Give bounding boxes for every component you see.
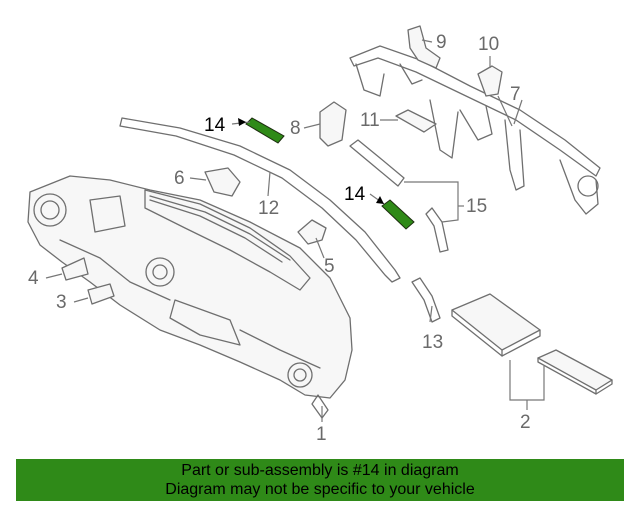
callout-11: 11 bbox=[360, 110, 380, 131]
part-14-upper-highlight bbox=[245, 117, 285, 144]
leader-lines bbox=[45, 39, 545, 422]
callout-4: 4 bbox=[28, 268, 39, 289]
part-14-lower-highlight bbox=[381, 199, 415, 230]
dashboard-panel bbox=[27, 175, 353, 419]
banner-line-2: Diagram may not be specific to your vehi… bbox=[165, 481, 475, 498]
arrow-14-upper bbox=[238, 118, 246, 126]
callout-10: 10 bbox=[478, 34, 499, 55]
callout-3: 3 bbox=[56, 292, 67, 313]
callout-7: 7 bbox=[510, 84, 521, 105]
callout-5: 5 bbox=[324, 256, 335, 277]
banner-line-1: Part or sub-assembly is #14 in diagram bbox=[181, 462, 459, 479]
part-13-trim bbox=[411, 277, 441, 323]
part-8-bracket bbox=[319, 101, 347, 147]
part-7-cross-car-beam bbox=[349, 45, 601, 215]
callout-12: 12 bbox=[258, 198, 279, 219]
part-4-bracket bbox=[61, 257, 89, 281]
part-2-pad-large bbox=[451, 293, 541, 351]
part-15-trim-a bbox=[349, 139, 405, 187]
info-banner: Part or sub-assembly is #14 in diagram D… bbox=[16, 459, 624, 501]
part-3-bracket bbox=[87, 283, 115, 305]
parts-diagram: 1 2 3 4 5 6 7 8 9 10 11 12 13 14 14 15 bbox=[27, 25, 613, 445]
part-2-pad-small bbox=[537, 349, 613, 391]
part-9-bracket bbox=[407, 25, 441, 69]
callout-14-upper: 14 bbox=[204, 115, 226, 136]
callout-15: 15 bbox=[466, 196, 487, 217]
callout-8: 8 bbox=[290, 118, 301, 139]
part-6-bracket bbox=[204, 167, 241, 197]
part-15-trim-b bbox=[425, 207, 449, 253]
callout-2: 2 bbox=[520, 412, 531, 433]
callout-14-lower: 14 bbox=[344, 184, 366, 205]
arrow-14-lower bbox=[376, 196, 384, 204]
part-5-bracket bbox=[297, 219, 327, 245]
part-12-trim-strip bbox=[119, 117, 401, 283]
part-11-pad bbox=[395, 109, 437, 133]
callout-1: 1 bbox=[316, 424, 327, 445]
callout-9: 9 bbox=[436, 32, 447, 53]
callout-6: 6 bbox=[174, 168, 185, 189]
callout-13: 13 bbox=[422, 332, 443, 353]
